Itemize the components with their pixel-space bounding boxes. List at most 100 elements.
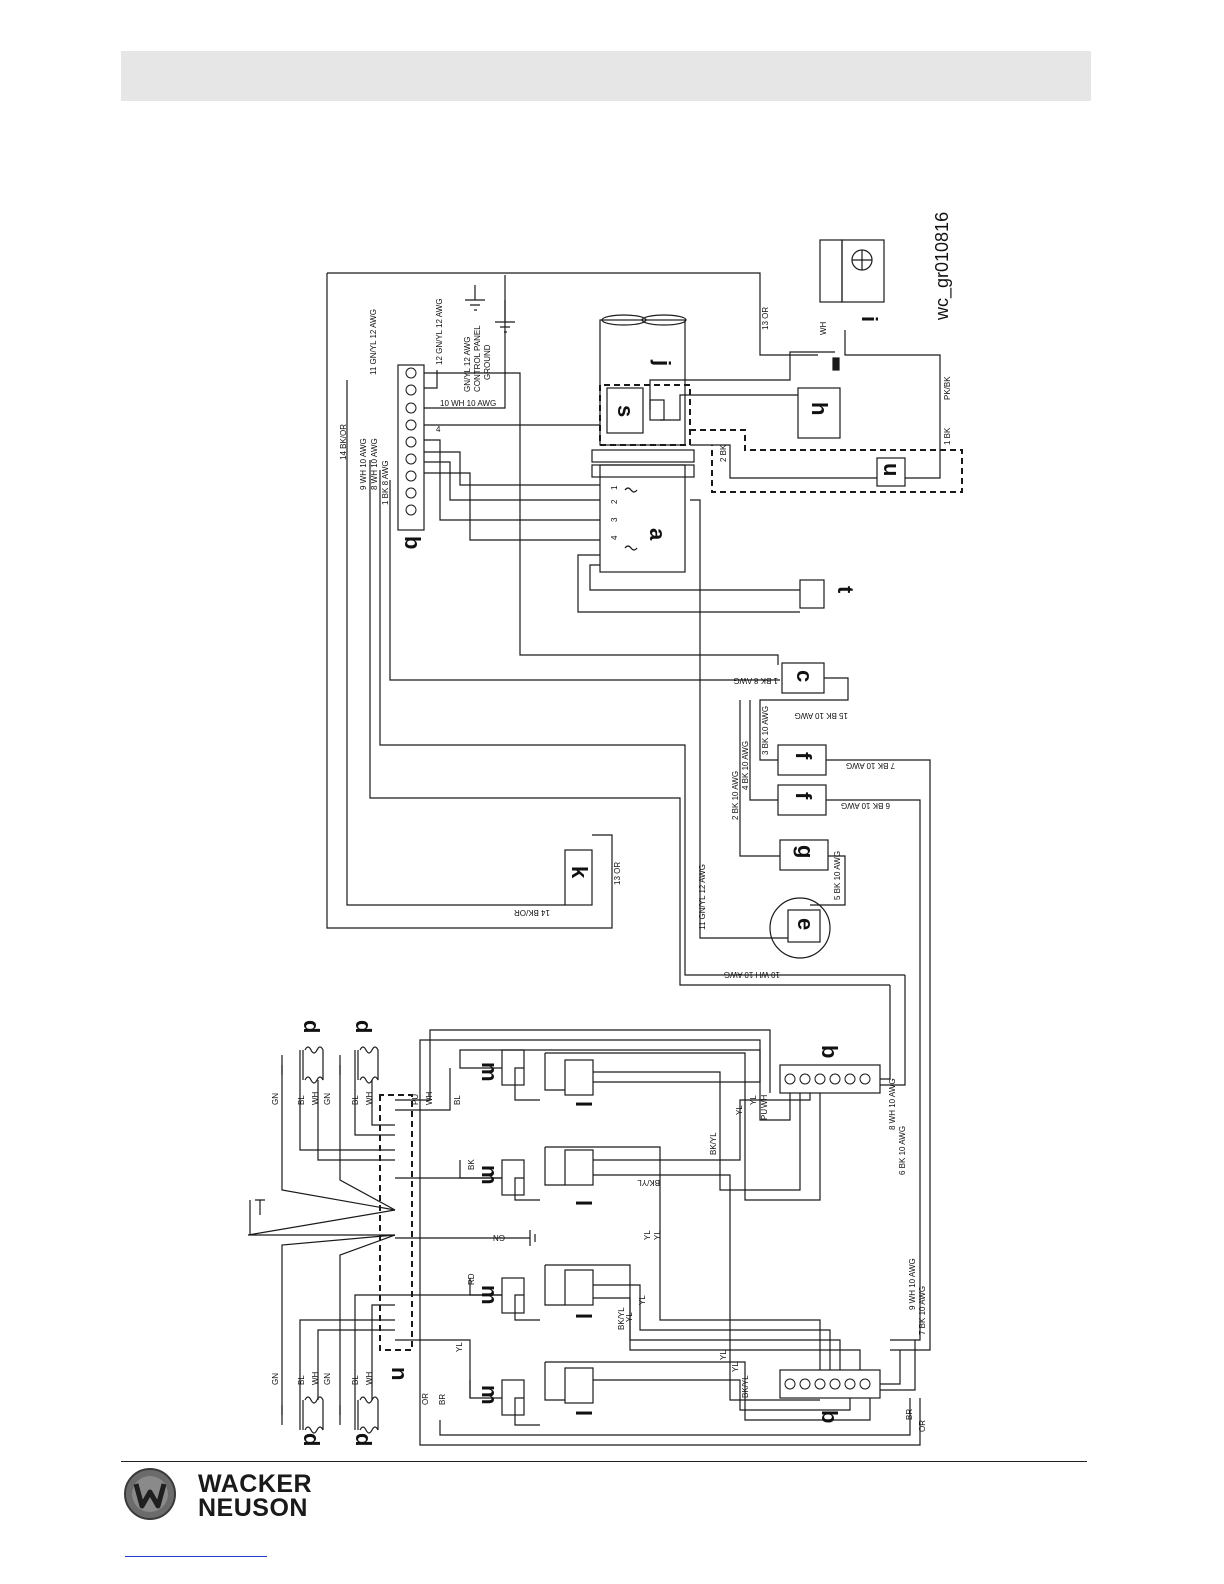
label-yl-6: YL [625,1312,634,1322]
component-h-box [797,387,841,439]
label-w2-bk: 2 BK [719,444,728,462]
label-bl-d3: BL [297,1375,306,1385]
label-component-f1: f [791,752,816,760]
label-pkbk: PK/BK [943,376,952,400]
element-d4 [339,1400,359,1430]
terminal-strip-b-top [397,364,425,531]
wire-9-wh [369,460,890,986]
label-w11-gnyl-e: 11 GN/YL 12 AWG [698,864,707,930]
label-w8-wh-b: 8 WH 10 AWG [888,1078,897,1130]
label-w7-bk: 7 BK 10 AWG [846,761,895,770]
wire-gnyl-cp [424,370,438,389]
element-d2 [339,1050,359,1080]
label-yl-2: YL [749,1095,758,1105]
label-w1-bk-c: 1 BK 8 AWG [733,676,778,685]
label-component-u: u [879,463,904,476]
dashed-u-housing [690,429,963,493]
wire-l4-a [593,1379,851,1411]
label-w3-bk: 3 BK 10 AWG [761,706,770,755]
wire-bl-top [395,1068,451,1111]
label-gn-center: GN [493,1233,505,1242]
wire-yl-low [395,1339,471,1398]
label-w6-bk-b: 6 BK 10 AWG [898,1126,907,1175]
label-bkyl-1: BK/YL [709,1132,718,1155]
component-i-terminal [819,239,843,303]
label-component-s: s [613,405,638,417]
label-br-right: BR [905,1409,914,1420]
wire-1-bk [389,480,780,681]
wire-2-bk-g [739,700,780,857]
brand-w-icon [124,1468,176,1520]
wires-d4 [339,1234,396,1415]
label-w14-bkor: 14 BK/OR [339,424,348,460]
wire-l4-top [545,1361,871,1421]
wires-d3 [281,1234,396,1415]
label-ground: GROUND [483,344,492,380]
wire-l1-a [593,1071,801,1191]
label-wh-b: WH [760,1094,769,1108]
label-br-left: BR [438,1394,447,1405]
component-a-band-2 [591,464,695,478]
wire-outer-loop [326,273,613,929]
component-f1-box [777,744,827,776]
coil-a [624,487,638,551]
wire-gn-ground [395,1230,536,1246]
brand-wordmark-line2: NEUSON [198,1494,308,1522]
brand-wordmark-line1: WACKER [198,1470,313,1498]
label-pin-3: 3 [610,517,619,522]
coil-d1 [304,1046,324,1084]
label-or-left: OR [421,1393,430,1405]
wire-l2-b [593,1174,820,1401]
label-w5-bk: 5 BK 10 AWG [833,851,842,900]
footer-rule [121,1461,1087,1462]
footer-link-underline[interactable] [125,1556,267,1557]
wire-br [439,1398,911,1436]
label-yl-7: YL [719,1350,728,1360]
ground-symbol-2 [495,300,515,333]
wire-pin4 [424,439,600,521]
wire-7-bk [826,759,931,1351]
component-k-box [564,849,593,906]
label-yl-8: YL [731,1362,740,1372]
header-band [121,51,1091,101]
brand-logo [122,1468,322,1528]
label-component-n: n [387,1367,412,1380]
label-component-b-upper: b [817,1045,842,1058]
wire-t [577,554,800,613]
component-i-box [841,239,885,303]
label-w4-bk: 4 BK 10 AWG [741,741,750,790]
wire-m-return [514,1067,540,1426]
label-pu-b: PU [760,1109,769,1120]
wire-strip-lower-right [880,1340,916,1391]
label-w8-wh: 8 WH 10 AWG [370,438,379,490]
component-e-circle [769,897,831,959]
label-yl-4: YL [653,1230,662,1240]
wire-pin2 [424,461,600,501]
wire-strip-upper-right [880,975,906,1086]
wire-m1-bl [459,1049,791,1121]
label-component-d2: d [351,1020,376,1033]
wire-wh-i [649,351,835,410]
wire-5-bk [810,855,846,906]
label-component-l4: l [571,1410,596,1416]
wire-l2-a [593,1093,811,1161]
wires-d2 [339,1065,396,1211]
connector-n [379,1094,413,1351]
label-yl-m4: YL [455,1342,464,1352]
connector-i [832,357,840,371]
label-bl-d1: BL [297,1095,306,1105]
label-component-f2: f [791,792,816,800]
label-bkyl-2: BK/YL [637,1178,660,1187]
label-w10-wh-e: 10 WH 10 AWG [724,970,780,979]
component-j-cap-1 [601,314,647,326]
wire-6-bk [826,799,921,1341]
coil-d4 [359,1396,379,1434]
label-gn-d4: GN [323,1373,332,1385]
wire-pin1 [424,451,600,486]
module-l4 [564,1367,594,1404]
label-w15-bk: 15 BK 10 AWG [794,711,848,720]
wire-4-bk [749,700,778,801]
label-yl-1: YL [735,1105,744,1115]
label-component-l1: l [571,1101,596,1107]
